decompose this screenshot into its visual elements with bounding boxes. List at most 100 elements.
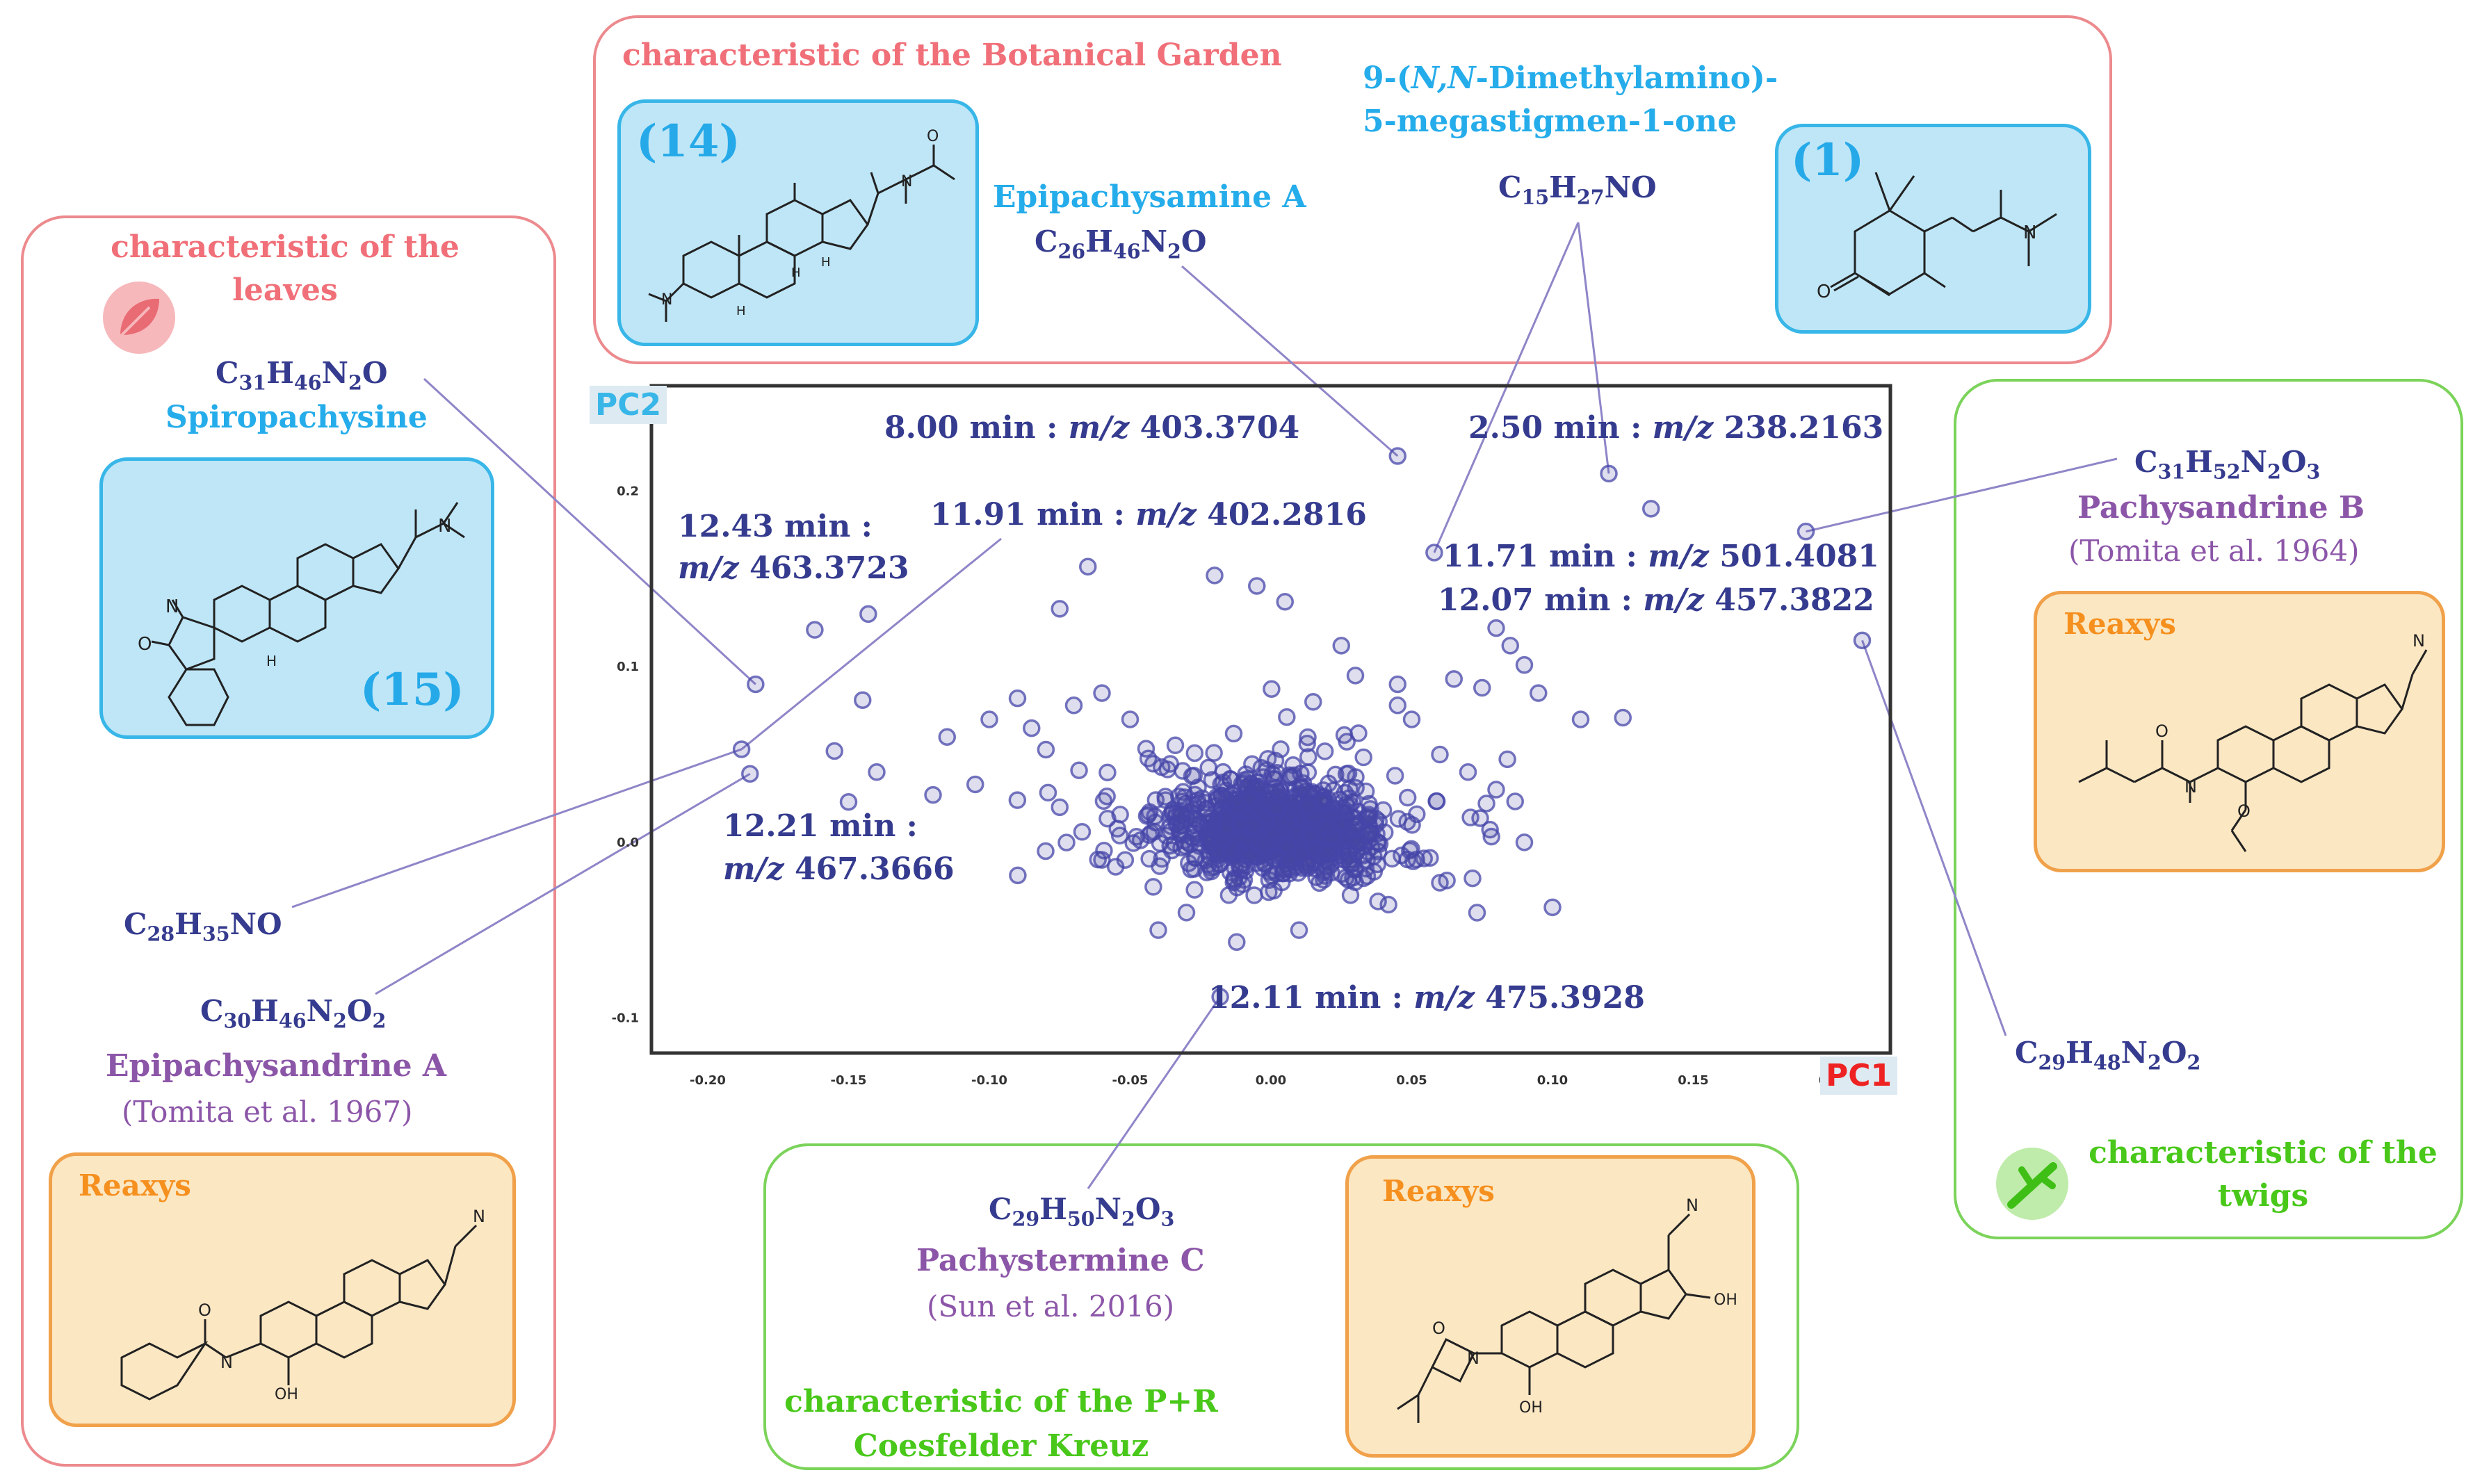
annotation-a1: 8.00 min : m/z 403.3704 [884, 410, 1300, 446]
scatter-point [1322, 828, 1340, 846]
outlier-point [1445, 670, 1463, 688]
scatter-point [1304, 840, 1322, 859]
scatter-point [1315, 742, 1334, 760]
outlier-point [1614, 708, 1632, 727]
connector-line [1577, 222, 1610, 474]
svg-text:OH: OH [275, 1386, 298, 1403]
scatter-point [1356, 782, 1375, 801]
scatter-point [1008, 791, 1027, 809]
scatter-point [1339, 765, 1358, 783]
x-tick-label: -0.10 [971, 1073, 1007, 1088]
outlier-point [1431, 874, 1449, 892]
scatter-point [1073, 823, 1092, 841]
connector-line [291, 748, 743, 908]
scatter-point [1039, 783, 1057, 802]
outlier-point [1487, 781, 1505, 799]
scatter-point [1228, 933, 1246, 952]
data-points [732, 447, 1872, 1006]
outlier-point [1037, 842, 1055, 861]
y-axis-label: PC2 [590, 386, 667, 424]
spiropachysine-name: Spiropachysine [165, 400, 428, 435]
c28h35no-formula: C28H35NO [124, 907, 282, 946]
scatter-point [1284, 756, 1302, 774]
scatter-point [1369, 892, 1387, 911]
pr-coesfelder-group [763, 1143, 1799, 1470]
scatter-point [1185, 881, 1203, 899]
svg-text:O: O [927, 128, 939, 145]
outlier-point [924, 785, 942, 804]
scatter-point [1347, 817, 1365, 835]
scatter-point [1137, 740, 1156, 758]
svg-text:N: N [438, 516, 451, 537]
pachysandrine-b-db: Reaxys [2063, 607, 2176, 641]
compound-1-name: 9-(N,N-Dimethylamino)- 5-megastigmen-1-o… [1363, 60, 1778, 139]
outlier-point [1431, 745, 1449, 764]
scatter-point [1257, 835, 1275, 853]
outlier-point [1206, 566, 1224, 585]
y-tick-label: 0.1 [617, 660, 639, 674]
outlier-point [1346, 667, 1365, 685]
leaves-group [21, 215, 556, 1467]
scatter-point [1461, 808, 1479, 826]
scatter-point [1239, 778, 1257, 796]
scatter-point [1244, 816, 1263, 835]
scatter-point [1318, 818, 1336, 837]
leaf-icon [101, 279, 177, 356]
outlier-point [1093, 851, 1111, 869]
svg-text:O: O [138, 634, 152, 655]
outlier-point [1501, 637, 1519, 655]
highlighted-point [1600, 464, 1618, 483]
pachystermine-c-formula: C29H50N2O3 [989, 1192, 1175, 1231]
outlier-point [1064, 696, 1083, 715]
scatter-point [1009, 866, 1027, 885]
outlier-point [1121, 710, 1140, 728]
scatter-point [1174, 762, 1192, 780]
scatter-point [1203, 771, 1222, 789]
scatter-point [1266, 751, 1285, 770]
pachystermine-c-structure: O N OH OH N [1397, 1196, 1737, 1423]
scatter-point [1225, 870, 1243, 889]
outlier-point [1149, 921, 1167, 939]
scatter-point [1398, 813, 1416, 831]
scatter-point [1144, 755, 1162, 773]
scatter-point [1169, 788, 1188, 806]
connector-line [1861, 639, 2007, 1036]
x-tick-label: -0.20 [690, 1073, 726, 1088]
outlier-point [1515, 655, 1534, 674]
pachystermine-c-card: Reaxys O N OH OH N [1345, 1155, 1756, 1458]
outlier-point [1642, 500, 1660, 518]
annotation-a7: 12.21 min : m/z 467.3666 [723, 808, 955, 887]
outlier-point [1051, 798, 1069, 817]
scatter-point [1354, 748, 1372, 767]
x-tick-label: 0.05 [1396, 1073, 1427, 1088]
scatter-point [1280, 851, 1299, 870]
svg-text:N: N [1686, 1196, 1698, 1215]
scatter-point [1205, 744, 1223, 762]
scatter-point [1229, 790, 1247, 808]
epipachysandrine-a-card: Reaxys O N OH N [49, 1152, 516, 1427]
scatter-point [1386, 767, 1404, 785]
scatter-point [1278, 708, 1296, 726]
svg-text:H: H [266, 653, 277, 669]
outlier-point [1290, 921, 1308, 939]
scatter-point [1288, 835, 1306, 854]
epipachysandrine-a-ref: (Tomita et al. 1967) [122, 1095, 413, 1129]
outlier-point [1023, 719, 1041, 737]
outlier-point [839, 792, 858, 811]
scatter-point [1217, 817, 1235, 835]
outlier-point [806, 621, 824, 639]
outlier-point [1276, 592, 1294, 611]
scatter-point [1151, 857, 1169, 875]
outlier-point [1008, 689, 1027, 708]
twigs-title: characteristic of the twigs [2089, 1135, 2438, 1214]
cluster-point [1421, 849, 1439, 867]
scatter-point [1183, 767, 1201, 785]
scatter-point [1146, 813, 1165, 831]
svg-text:O: O [1432, 1319, 1445, 1338]
annotation-a5: 11.71 min : m/z 501.4081 [1443, 539, 1879, 574]
epipachysamine-a-name: Epipachysamine A [993, 179, 1306, 215]
botanical-garden-group [593, 15, 2112, 364]
scatter-point [1302, 828, 1320, 847]
outlier-point [1515, 833, 1534, 851]
